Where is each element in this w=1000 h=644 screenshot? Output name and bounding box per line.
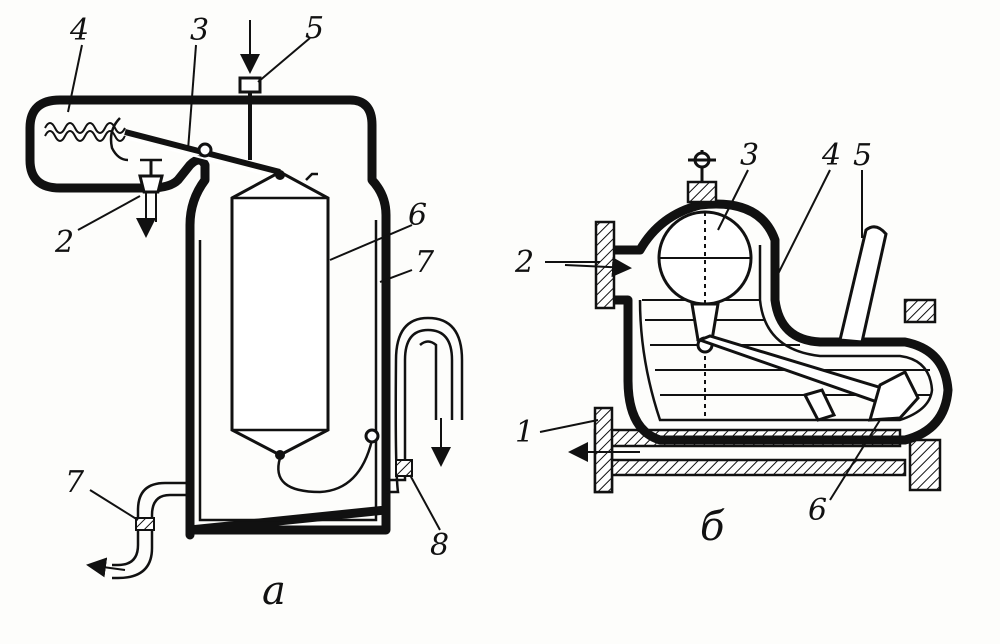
label-a-7-right: 7 [415,245,435,280]
label-a-7-left: 7 [65,465,85,500]
lever [124,129,281,179]
right-top-flange [903,298,937,324]
label-b-5: 5 [853,138,872,173]
inlet-arrow [564,257,632,278]
trap-housing-outline [25,95,391,540]
inlet-pipe [86,481,190,580]
right-bottom-flange [908,438,942,492]
label-a-4: 4 [69,13,89,48]
caption-a: а [262,568,286,614]
leader-lines-a [67,37,441,531]
float [230,170,380,494]
label-a-6: 6 [408,198,427,233]
air-pipe [838,225,888,344]
outlet-pipe [386,316,464,494]
lever-arm [695,334,920,422]
label-b-2: 2 [514,245,534,280]
label-b-1: 1 [515,415,534,450]
tank-body [185,215,391,535]
vent-pipe [238,20,262,160]
label-a-8: 8 [430,528,449,563]
spring [44,117,129,162]
inlet-flange [594,220,616,310]
caption-b: б [700,504,725,550]
valve [136,158,164,238]
label-b-4: 4 [821,138,841,173]
bottom-left-flange [593,406,614,494]
label-a-2: 2 [54,225,74,260]
leader-lines-b [539,169,881,501]
label-b-6: 6 [808,493,827,528]
float-ball [657,210,753,420]
label-a-5: 5 [305,11,324,46]
label-a-3: 3 [190,13,209,48]
figure-a: 4 3 5 2 6 7 7 8 а [25,11,464,614]
label-b-3: 3 [740,138,759,173]
top-cap [686,150,718,204]
figure-b: 3 4 5 2 1 6 б [514,138,953,550]
inner-wall-line [198,220,378,522]
